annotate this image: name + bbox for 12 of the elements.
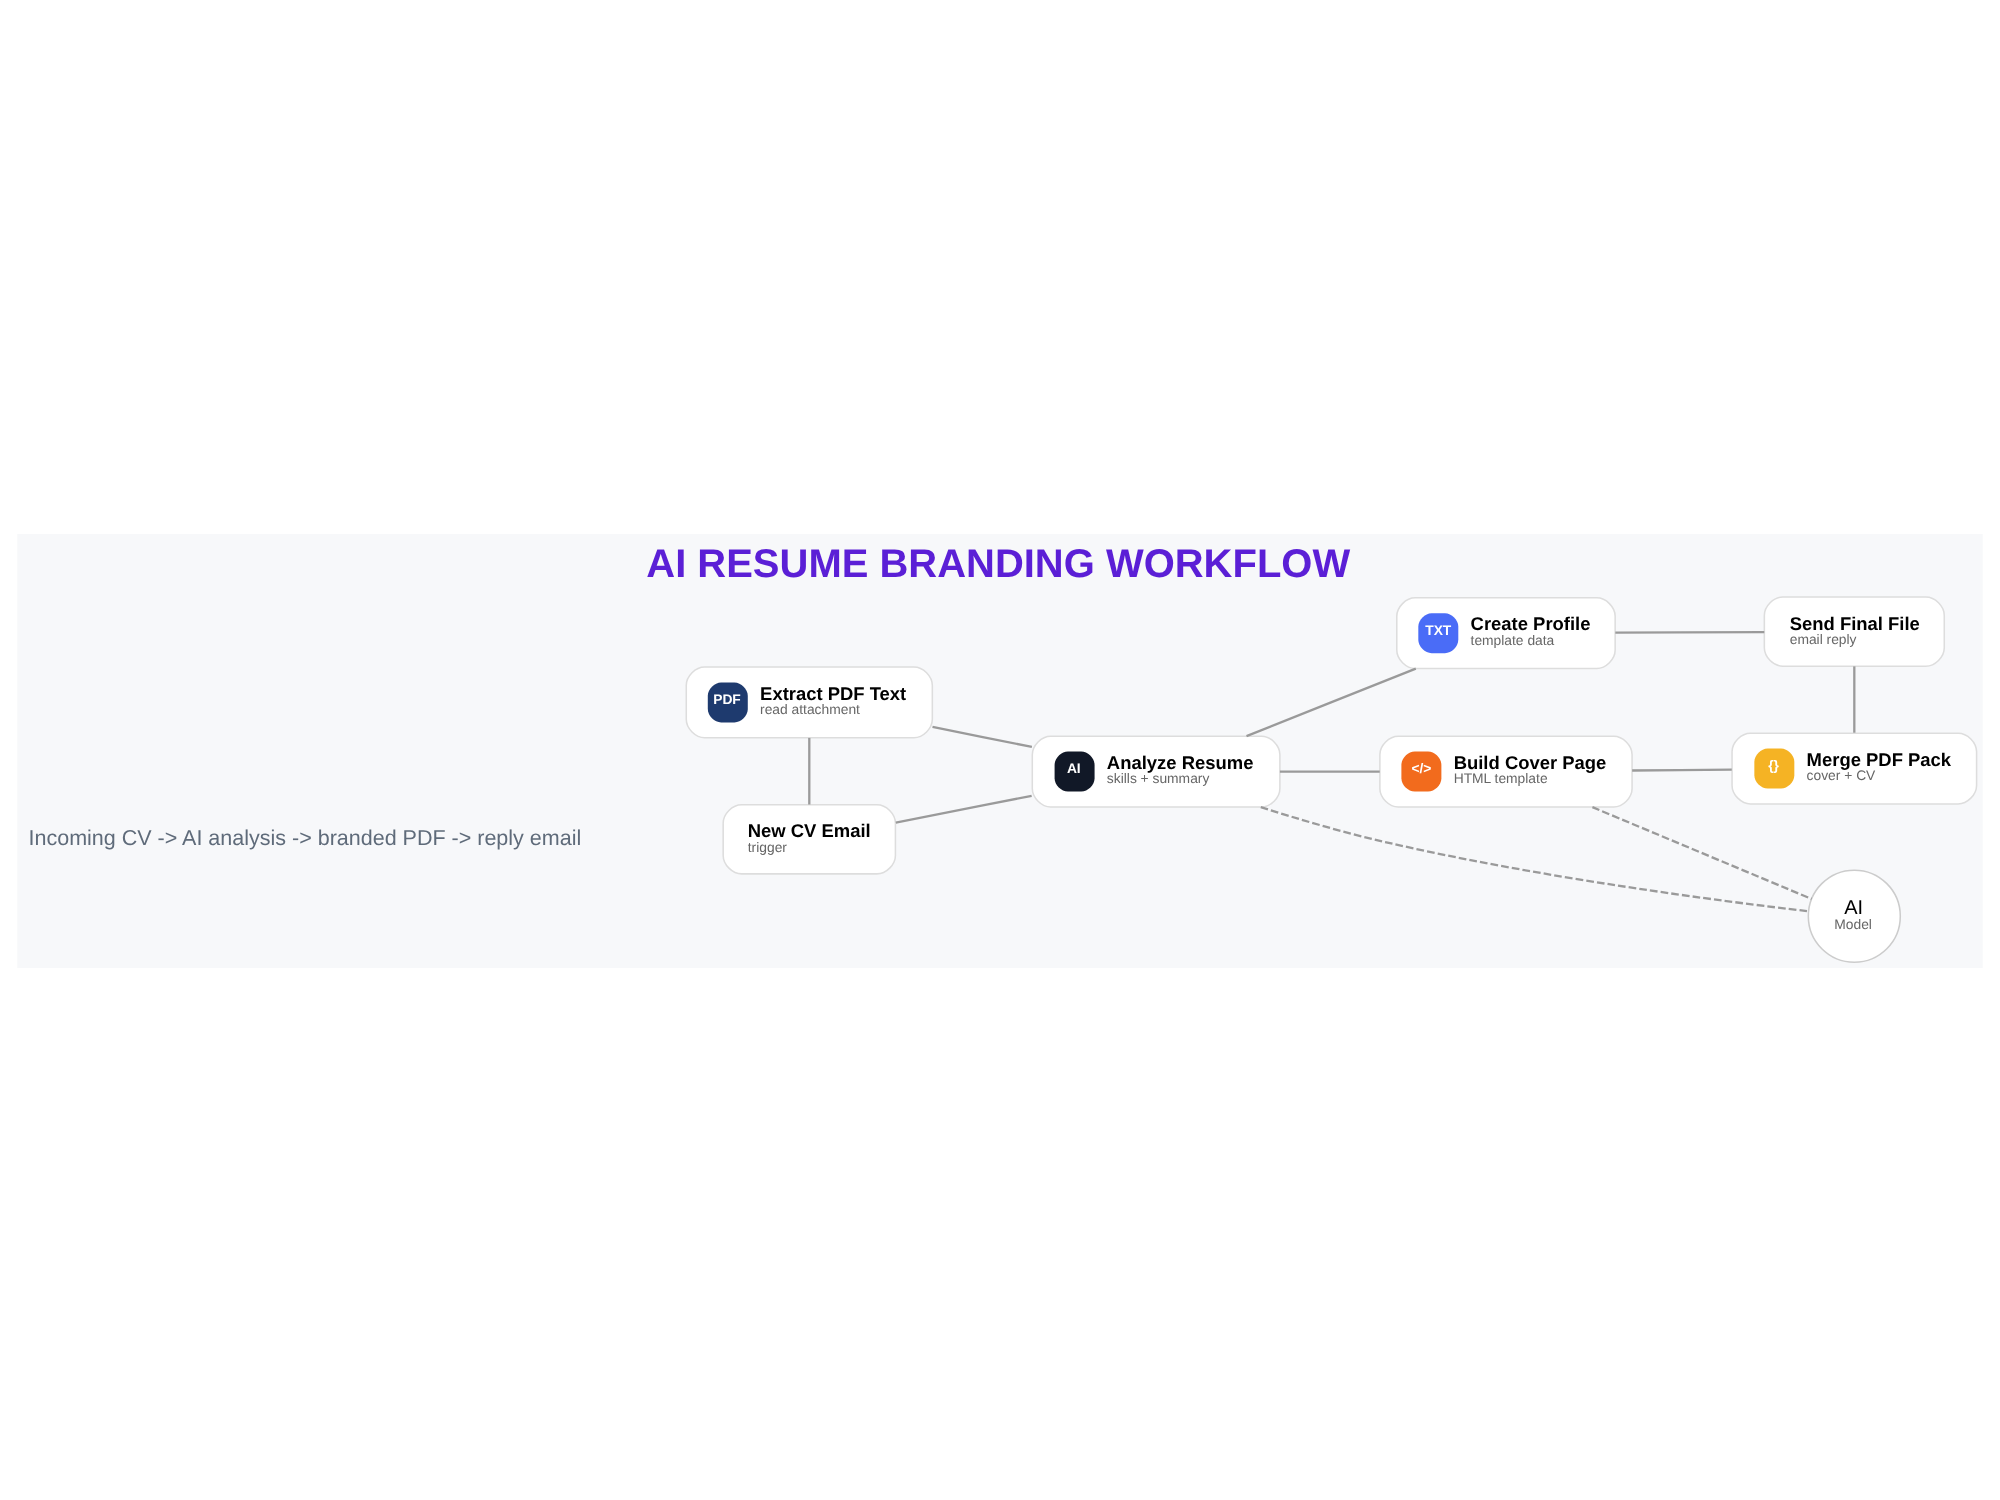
connector (808, 736, 811, 804)
connector (1246, 666, 1417, 737)
label: Incoming CV -> AI analysis -> branded PDF -> reply email (28, 825, 582, 850)
connector (932, 724, 1033, 748)
connector (1279, 769, 1380, 772)
connector (1260, 805, 1809, 912)
connector (1591, 805, 1813, 899)
connector (1615, 629, 1765, 633)
connector (1632, 767, 1732, 771)
connector (895, 793, 1032, 823)
diagram-title: AI RESUME BRANDING WORKFLOW (646, 541, 1351, 586)
connector (1853, 665, 1856, 732)
